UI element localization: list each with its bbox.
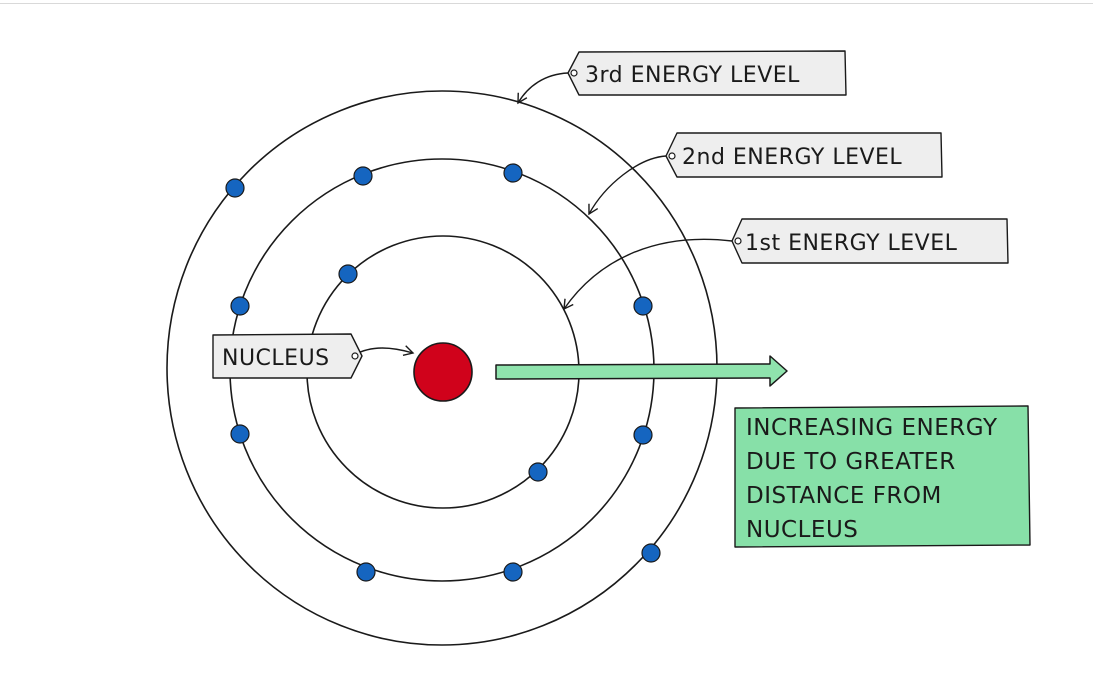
third-level-label: 3rd ENERGY LEVEL <box>585 63 800 88</box>
top-divider <box>0 3 1093 4</box>
energy-note-line-3: DISTANCE FROM <box>746 483 942 509</box>
electron <box>503 163 523 183</box>
increasing-energy-arrow <box>495 355 788 387</box>
nucleus-circle <box>413 342 473 402</box>
second-level-label: 2nd ENERGY LEVEL <box>682 145 902 170</box>
energy-note-line-1: INCREASING ENERGY <box>746 415 998 441</box>
electron <box>338 264 358 284</box>
electron <box>230 296 250 316</box>
nucleus-label: NUCLEUS <box>222 346 330 371</box>
pointer-second-level <box>588 155 667 216</box>
electron <box>633 425 653 445</box>
electron <box>641 543 661 563</box>
tag-first-level: 1st ENERGY LEVEL <box>731 218 1009 264</box>
tag-third-level: 3rd ENERGY LEVEL <box>567 50 847 96</box>
electron <box>353 166 373 186</box>
electron <box>528 462 548 482</box>
electron <box>225 178 245 198</box>
energy-note-line-2: DUE TO GREATER <box>746 449 956 475</box>
tag-second-level: 2nd ENERGY LEVEL <box>665 132 943 178</box>
electron <box>503 562 523 582</box>
electron <box>633 296 653 316</box>
first-level-label: 1st ENERGY LEVEL <box>745 231 958 256</box>
pointer-nucleus <box>353 345 415 357</box>
pointer-third-level <box>517 72 569 105</box>
electron <box>230 424 250 444</box>
tag-nucleus: NUCLEUS <box>212 333 363 379</box>
electron <box>356 562 376 582</box>
pointer-first-level <box>563 238 733 311</box>
energy-note-box: INCREASING ENERGY DUE TO GREATER DISTANC… <box>734 405 1031 548</box>
energy-note-line-4: NUCLEUS <box>746 517 858 543</box>
